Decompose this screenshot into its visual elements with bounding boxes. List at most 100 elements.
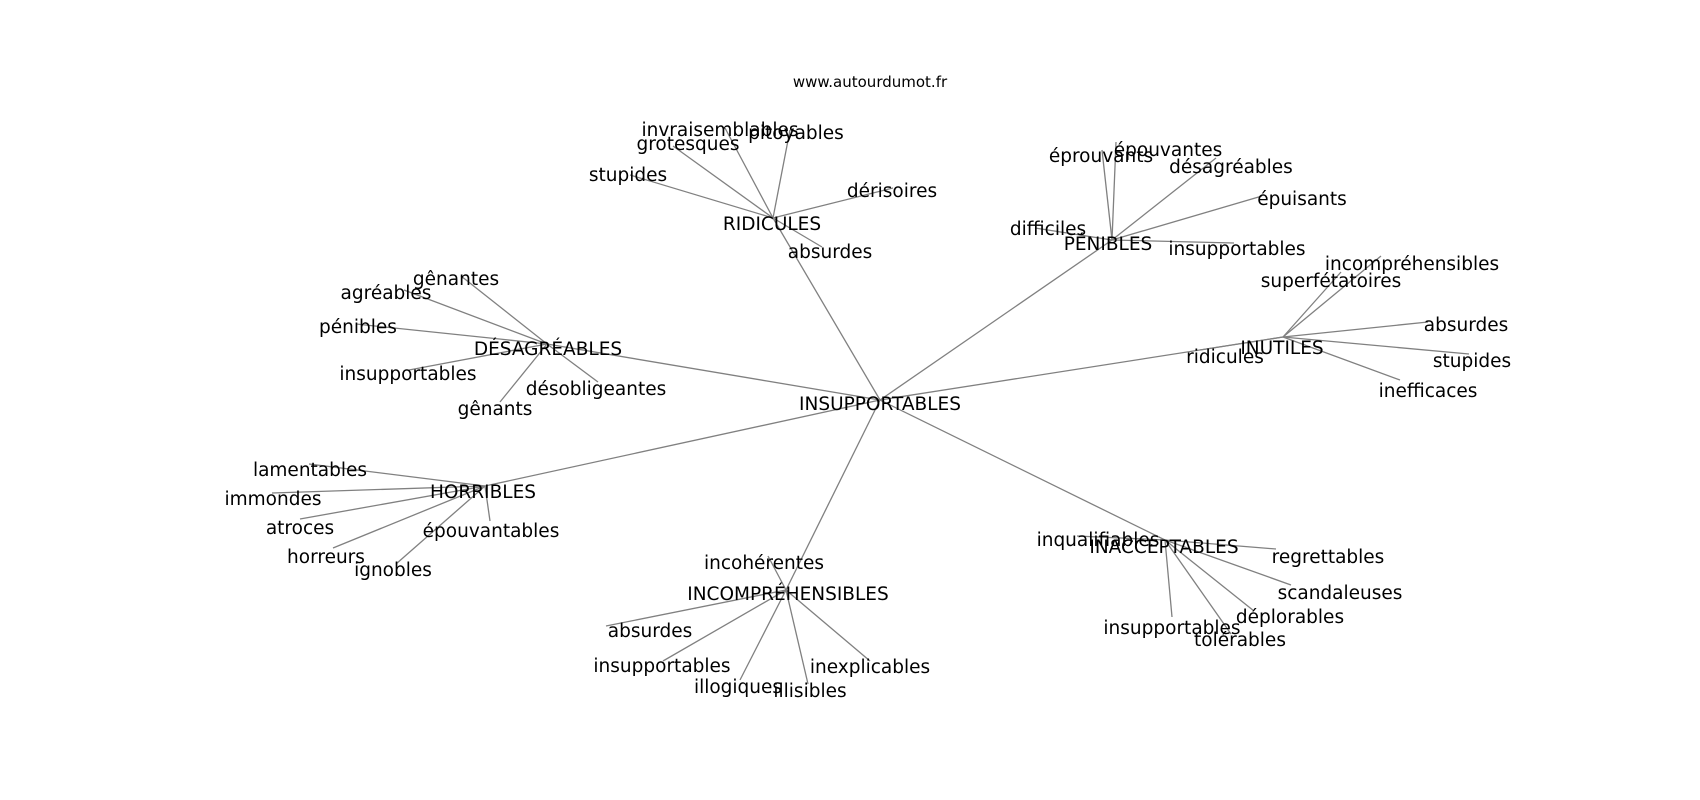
leaf-node-label: ridicules xyxy=(1186,347,1264,368)
edge-4-4 xyxy=(332,485,486,549)
leaf-node-label: gênantes xyxy=(413,269,499,290)
leaf-node-label: inqualifiables xyxy=(1037,530,1160,551)
leaf-node-label: désagréables xyxy=(1169,157,1293,178)
edge-0-4 xyxy=(772,187,894,219)
leaf-node-label: dérisoires xyxy=(847,181,937,202)
edge-5-2 xyxy=(1164,539,1292,586)
leaf-node-label: scandaleuses xyxy=(1278,583,1403,604)
edge-6-3 xyxy=(785,589,871,662)
leaf-node-label: invraisemblables xyxy=(641,120,798,141)
edge-0-0 xyxy=(724,127,774,219)
leaf-node-label: tolérables xyxy=(1194,630,1286,651)
leaf-node-label: absurdes xyxy=(608,621,693,642)
edge-1-1 xyxy=(1101,149,1113,241)
edge-3-0 xyxy=(1282,255,1382,338)
leaf-node-label: immondes xyxy=(225,489,322,510)
edge-2-4 xyxy=(546,343,599,383)
leaf-node-label: pitoyables xyxy=(748,123,844,144)
edge-root-4 xyxy=(484,399,881,487)
edge-0-5 xyxy=(772,217,823,248)
leaf-node-label: insupportables xyxy=(593,656,730,677)
edge-0-2 xyxy=(672,145,774,219)
edge-1-5 xyxy=(1111,239,1235,244)
edge-4-0 xyxy=(308,463,486,487)
leaf-node-label: regrettables xyxy=(1272,547,1385,568)
edge-3-5 xyxy=(1282,336,1401,381)
leaf-node-label: illogiques xyxy=(694,677,782,698)
edge-root-1 xyxy=(879,239,1113,401)
edge-4-3 xyxy=(484,485,491,522)
leaf-node-label: absurdes xyxy=(1424,315,1509,336)
cluster-node-label: INCOMPRÉHENSIBLES xyxy=(687,583,889,605)
edge-6-4 xyxy=(739,589,787,681)
edge-2-5 xyxy=(499,343,548,403)
leaf-node-label: stupides xyxy=(1433,351,1511,372)
edge-root-0 xyxy=(772,217,881,401)
leaf-node-label: insupportables xyxy=(339,364,476,385)
leaf-node-label: superfétatoires xyxy=(1261,271,1402,292)
edge-0-3 xyxy=(629,174,774,219)
edge-3-2 xyxy=(1282,321,1429,338)
cluster-node-label: HORRIBLES xyxy=(430,482,536,503)
edge-1-4 xyxy=(1034,227,1113,241)
edge-6-1 xyxy=(605,589,787,627)
leaf-node-label: grotesques xyxy=(636,134,739,155)
leaf-node-label: épouvantables xyxy=(423,521,560,542)
leaf-node-label: horreurs xyxy=(287,547,365,568)
leaf-node-label: insupportables xyxy=(1103,618,1240,639)
cluster-node-label: INACCEPTABLES xyxy=(1089,537,1238,558)
leaf-node-label: agréables xyxy=(341,283,432,304)
leaf-node-label: gênants xyxy=(458,399,533,420)
edge-6-2 xyxy=(662,589,787,662)
edge-5-0 xyxy=(1076,535,1166,541)
source-watermark: www.autourdumot.fr xyxy=(793,73,948,91)
leaf-node-label: incohérentes xyxy=(704,553,824,574)
edge-6-5 xyxy=(785,589,809,685)
leaf-node-label: stupides xyxy=(589,165,667,186)
cluster-node-label: DÉSAGRÉABLES xyxy=(474,338,622,360)
edge-1-0 xyxy=(1111,141,1117,241)
edge-1-2 xyxy=(1111,157,1217,241)
leaf-node-label: inefficaces xyxy=(1379,381,1478,402)
edge-3-3 xyxy=(1199,336,1284,351)
leaf-node-label: déplorables xyxy=(1236,607,1344,628)
edge-2-3 xyxy=(408,343,548,371)
leaf-node-label: désobligeantes xyxy=(526,379,667,400)
edges xyxy=(271,127,1470,685)
leaf-node-label: lamentables xyxy=(253,460,367,481)
cluster-node-label: RIDICULES xyxy=(723,214,821,235)
edge-5-1 xyxy=(1164,539,1277,550)
edge-4-2 xyxy=(299,485,486,520)
leaf-node-label: épuisants xyxy=(1257,189,1347,210)
edge-4-1 xyxy=(271,485,486,494)
leaf-node-label: incompréhensibles xyxy=(1325,254,1499,275)
leaf-node-label: éprouvants xyxy=(1049,146,1153,167)
leaf-node-label: épouvantes xyxy=(1114,140,1222,161)
edge-0-1 xyxy=(772,129,791,219)
edge-3-1 xyxy=(1282,271,1342,338)
leaf-node-label: atroces xyxy=(266,518,334,539)
leaf-node-label: pénibles xyxy=(319,317,397,338)
edge-root-5 xyxy=(879,399,1166,541)
leaf-node-label: absurdes xyxy=(788,242,873,263)
cluster-node-label: PÉNIBLES xyxy=(1064,233,1153,255)
edge-root-6 xyxy=(785,399,881,591)
edge-5-5 xyxy=(1164,539,1232,635)
edge-1-3 xyxy=(1111,195,1263,241)
edge-2-2 xyxy=(355,323,548,345)
edge-5-3 xyxy=(1164,539,1255,612)
root-node-label: INSUPPORTABLES xyxy=(799,394,961,415)
edge-6-0 xyxy=(767,555,787,591)
labels: INSUPPORTABLESRIDICULESinvraisemblablesp… xyxy=(225,120,1512,702)
edge-root-2 xyxy=(546,343,881,401)
leaf-node-label: ignobles xyxy=(354,560,432,581)
edge-2-1 xyxy=(403,289,548,345)
edge-4-5 xyxy=(395,485,486,565)
leaf-node-label: insupportables xyxy=(1168,239,1305,260)
edge-2-0 xyxy=(460,275,548,345)
edge-5-4 xyxy=(1164,539,1173,618)
edge-3-4 xyxy=(1282,336,1470,355)
leaf-node-label: illisibles xyxy=(773,681,846,702)
cluster-node-label: INUTILES xyxy=(1240,338,1323,359)
